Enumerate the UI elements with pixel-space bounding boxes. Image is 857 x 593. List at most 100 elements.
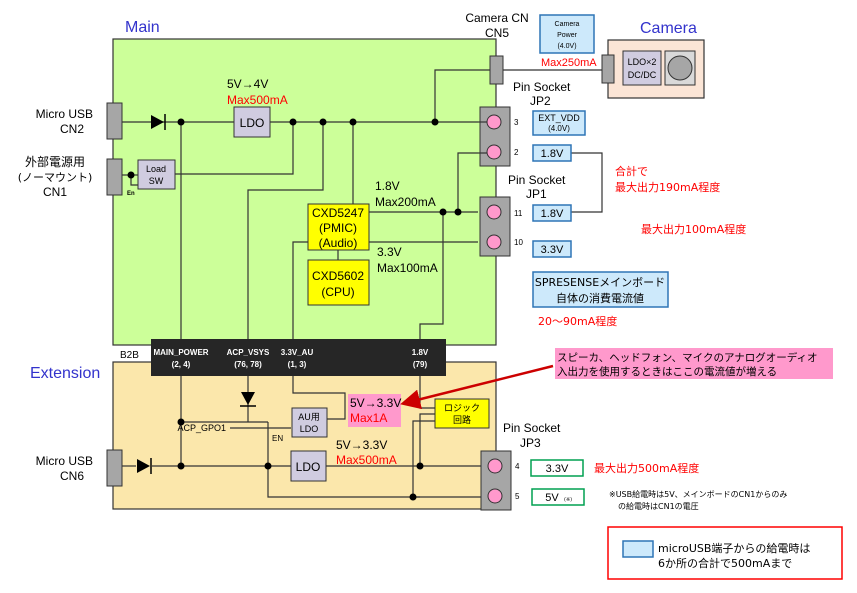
main-ldo-max: Max500mA — [227, 93, 288, 107]
rail-33-max: Max100mA — [377, 261, 438, 275]
note-max-100: 最大出力100mA程度 — [641, 222, 746, 236]
jp2-pin-3: 3 — [514, 118, 519, 127]
jp3-pin5-output-box — [531, 488, 585, 506]
load-sw-label-2: SW — [149, 176, 164, 186]
camera-lens-icon — [667, 55, 693, 81]
cn1-label-2: (ノーマウント) — [18, 171, 93, 184]
jp1-pin11-output: 1.8V — [541, 208, 564, 220]
note-combined-2: 最大出力190mA程度 — [615, 180, 720, 194]
pmic-chip — [307, 203, 370, 251]
cpu-label-1: CXD5602 — [312, 269, 364, 283]
cn1-label-3: CN1 — [43, 185, 67, 199]
main-ldo-conv: 5V→4V — [227, 77, 268, 91]
b2b-acp-vsys-pins: (76, 78) — [234, 360, 262, 369]
cn6-label-2: CN6 — [60, 469, 84, 483]
load-sw-label-1: Load — [146, 164, 166, 174]
jp2-label-2: JP2 — [530, 94, 551, 108]
jp3-pin5-output: 5V — [545, 492, 559, 504]
au-rail-conv: 5V→3.3V — [350, 396, 401, 410]
acp-vsys-diode-icon — [240, 392, 256, 407]
audio-arrow-icon — [400, 364, 554, 410]
usb-note-1: ※USB給電時は5V、メインボードのCN1からのみ — [609, 489, 787, 499]
main-consumption-box — [532, 271, 669, 308]
main-board — [112, 38, 497, 346]
cn2-label-2: CN2 — [60, 122, 84, 136]
cn2-label-1: Micro USB — [36, 107, 93, 121]
pin-socket-jp3 — [480, 450, 512, 511]
audio-annotation-2: 入出力を使用するときはここの電流値が増える — [557, 365, 777, 378]
au-rail-highlight — [348, 394, 401, 427]
audio-annotation-box — [555, 348, 833, 379]
pin-socket-jp1 — [479, 196, 511, 257]
connector-cn1 — [106, 158, 123, 196]
jp1-pin10-output-box — [532, 240, 572, 258]
cn1-label-1: 外部電源用 — [25, 154, 85, 169]
main-ldo-label: LDO — [240, 116, 265, 130]
camera-section-title: Camera — [640, 20, 697, 37]
jp3-pin4-output-box — [530, 459, 584, 477]
cn6-label-1: Micro USB — [36, 454, 93, 468]
extension-wires — [122, 376, 487, 498]
load-switch — [137, 159, 176, 190]
jp1-label-2: JP1 — [526, 187, 547, 201]
extension-junction-dots — [177, 418, 424, 501]
logic-label-2: 回路 — [453, 414, 471, 426]
camera-power-label-2: Power — [557, 32, 578, 39]
jp3-pin4-output: 3.3V — [546, 463, 569, 475]
diode-icon — [151, 114, 166, 130]
note-max-500: 最大出力500mA程度 — [594, 461, 699, 475]
extension-ldo-conv: 5V→3.3V — [336, 438, 387, 452]
pin-socket-jp2 — [479, 106, 511, 167]
jp1-pin10-output: 3.3V — [541, 244, 564, 256]
b2b-main-power-pins: (2, 4) — [172, 360, 191, 369]
legend-swatch — [622, 540, 654, 558]
b2b-connector-bar — [151, 339, 446, 376]
main-consumption-label-2: 自体の消費電流値 — [556, 291, 644, 305]
main-junction-dots — [127, 118, 462, 216]
jp3-label-2: JP3 — [520, 436, 541, 450]
rail-18-max: Max200mA — [375, 195, 436, 209]
main-consumption-range: 20～90mA程度 — [538, 314, 617, 328]
cn5-label-2: CN5 — [485, 26, 509, 40]
main-consumption-label-1: SPRESENSEメインボード — [535, 276, 665, 289]
au-ldo-label-1: AU用 — [298, 412, 320, 423]
extension-ldo-max: Max500mA — [336, 453, 397, 467]
b2b-18v-pins: (79) — [413, 360, 428, 369]
main-ldo — [233, 106, 271, 138]
camera-power-box — [539, 14, 595, 54]
main-wires — [122, 69, 608, 345]
camera-ldo-label-1: LDO×2 — [628, 57, 657, 67]
jp1-pin-11: 11 — [514, 209, 523, 218]
note-combined-1: 合計で — [615, 164, 648, 178]
jp3-pin-5: 5 — [515, 492, 520, 501]
camera-max-current: Max250mA — [541, 57, 597, 69]
b2b-main-power-name: MAIN_POWER — [153, 348, 208, 357]
jp2-pin2-output-box — [532, 144, 572, 162]
camera-power-label-3: (4.0V) — [557, 43, 576, 50]
camera-ldo-box — [622, 50, 662, 86]
au-rail-max: Max1A — [350, 411, 387, 425]
extension-ldo-label: LDO — [296, 460, 321, 474]
au-ldo-label-2: LDO — [300, 424, 319, 434]
cpu-chip — [307, 259, 370, 306]
connector-cn2 — [106, 102, 123, 140]
pmic-label-1: CXD5247 — [312, 206, 364, 220]
jp3-label-1: Pin Socket — [503, 421, 561, 435]
main-section-title: Main — [125, 19, 160, 36]
extension-ldo — [290, 450, 327, 482]
cn6-diode-icon — [137, 458, 152, 474]
connector-cn5 — [489, 55, 504, 85]
pmic-label-3: (Audio) — [319, 236, 358, 250]
rail-18-voltage: 1.8V — [375, 179, 400, 193]
rail-33-voltage: 3.3V — [377, 245, 402, 259]
jp2-pin2-output: 1.8V — [541, 148, 564, 160]
usb-note-2: の給電時はCN1の電圧 — [618, 501, 699, 511]
au-ldo-en-label: EN — [272, 434, 283, 443]
logic-label-1: ロジック — [444, 403, 480, 414]
connector-cn6 — [106, 449, 123, 487]
load-sw-en-label: En — [127, 191, 135, 197]
legend-text-1: microUSB端子からの給電時は — [658, 541, 810, 555]
ext-vdd-label-2: (4.0V) — [548, 124, 570, 133]
audio-annotation-1: スピーカ、ヘッドフォン、マイクのアナログオーディオ — [557, 351, 818, 364]
